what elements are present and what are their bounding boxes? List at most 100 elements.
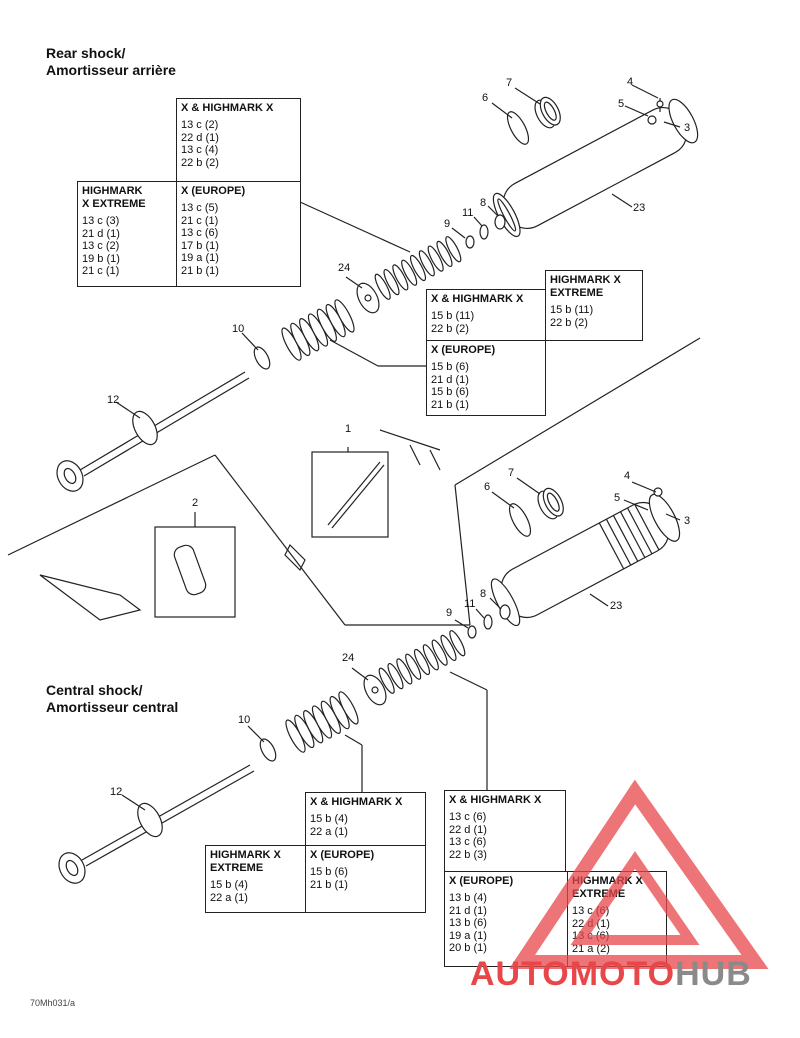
box-title: HIGHMARK X EXTREME xyxy=(550,274,621,299)
watermark-triangle-icon xyxy=(510,780,769,969)
box-title: X (EUROPE) xyxy=(181,185,246,197)
box-line: 15 b (11) xyxy=(550,304,594,316)
box-line: 15 b (6) xyxy=(431,386,469,399)
central-box-highmark-x-extreme-left: HIGHMARK X EXTREME 15 b (4) 22 a (1) xyxy=(205,845,306,913)
box-line: 22 b (2) xyxy=(550,316,588,329)
figure-code: 70Mh031/a xyxy=(30,998,76,1008)
callout-9-rear: 9 xyxy=(444,218,451,230)
box-line: 21 b (1) xyxy=(431,398,469,411)
rear-box-x-europe-lower: X (EUROPE) 15 b (6) 21 d (1) 15 b (6) 21… xyxy=(426,340,546,416)
box-title: HIGHMARK X EXTREME xyxy=(210,849,281,874)
box-line: 19 a (1) xyxy=(181,252,219,265)
rear-lower-shims xyxy=(281,299,355,361)
callout-11-central: 11 xyxy=(464,598,476,610)
box-line: 13 c (3) xyxy=(82,215,120,227)
central-shock-heading: Central shock/ Amortisseur central xyxy=(46,682,178,716)
box-line: 21 c (1) xyxy=(181,214,219,227)
central-title-fr: Amortisseur central xyxy=(46,699,179,715)
box-line: 21 b (1) xyxy=(181,264,219,277)
callout-12-central: 12 xyxy=(110,786,123,798)
callout-24-central: 24 xyxy=(342,652,355,664)
box-line: 15 b (11) xyxy=(431,310,475,322)
box-title: X (EUROPE) xyxy=(310,849,375,861)
box-line: 13 c (2) xyxy=(181,119,219,131)
rear-nut xyxy=(494,214,506,230)
callout-10-rear: 10 xyxy=(232,323,245,335)
box-line: 19 a (1) xyxy=(449,929,487,942)
box-title: X & HIGHMARK X xyxy=(449,794,542,806)
box-line: 19 b (1) xyxy=(82,252,120,265)
central-shock-body xyxy=(490,493,681,627)
rear-shock-heading: Rear shock/ Amortisseur arrière xyxy=(46,45,176,79)
box-line: 22 b (3) xyxy=(449,848,487,861)
box-line: 13 c (2) xyxy=(82,240,120,253)
callout-8-central: 8 xyxy=(480,588,487,600)
rear-shock-body xyxy=(492,98,699,238)
box-line: 21 d (1) xyxy=(431,373,469,386)
rear-box-x-highmark-x-lower: X & HIGHMARK X 15 b (11) 22 b (2) xyxy=(426,289,546,341)
rear-o-ring xyxy=(506,111,530,145)
callout-8-rear: 8 xyxy=(480,197,487,209)
box-title: X (EUROPE) xyxy=(431,344,496,356)
callout-23-central: 23 xyxy=(610,600,623,612)
box-line: 22 b (2) xyxy=(431,322,469,335)
rear-title-fr: Amortisseur arrière xyxy=(46,62,176,78)
box-line: 15 b (4) xyxy=(210,879,248,891)
central-title-en: Central shock/ xyxy=(46,682,143,698)
callout-6-rear: 6 xyxy=(482,92,489,104)
box-line: 21 d (1) xyxy=(82,227,120,240)
callout-5-rear: 5 xyxy=(618,98,625,110)
callout-24-rear: 24 xyxy=(338,262,351,274)
box-line: 21 a (2) xyxy=(572,942,610,955)
box-line: 22 a (1) xyxy=(210,891,248,904)
callout-5-central: 5 xyxy=(614,492,621,504)
box-title: X & HIGHMARK X xyxy=(431,293,524,305)
box-title: X (EUROPE) xyxy=(449,875,514,887)
watermark-auto: AUTO xyxy=(470,955,570,993)
box-line: 22 b (2) xyxy=(181,156,219,169)
central-lower-shims xyxy=(285,691,359,753)
box-line: 13 b (4) xyxy=(449,892,487,904)
box-line: 21 c (1) xyxy=(82,265,120,278)
rear-box-x-highmark-x-upper: X & HIGHMARK X 13 c (2) 22 d (1) 13 c (4… xyxy=(176,98,301,182)
rear-piston xyxy=(356,282,380,314)
rear-upper-shims xyxy=(374,236,462,300)
callout-10-central: 10 xyxy=(238,714,251,726)
rear-title-en: Rear shock/ xyxy=(46,45,126,61)
box-line: 21 d (1) xyxy=(449,904,487,917)
callout-3-rear: 3 xyxy=(684,122,691,134)
box-line: 20 b (1) xyxy=(449,942,487,955)
box-line: 22 d (1) xyxy=(181,131,219,144)
box-line: 13 c (5) xyxy=(181,202,219,214)
box-line: 21 b (1) xyxy=(310,878,348,891)
watermark-hub: HUB xyxy=(675,955,752,993)
box-line: 13 c (6) xyxy=(449,811,487,823)
box-line: 22 a (1) xyxy=(310,825,348,838)
central-box-x-highmark-x-left: X & HIGHMARK X 15 b (4) 22 a (1) xyxy=(305,792,426,846)
box-line: 15 b (6) xyxy=(310,866,348,878)
central-box-x-highmark-x-right: X & HIGHMARK X 13 c (6) 22 d (1) 13 c (6… xyxy=(444,790,566,872)
box-line: 13 b (6) xyxy=(449,917,487,930)
callout-7-rear: 7 xyxy=(506,77,513,89)
callout-4-central: 4 xyxy=(624,470,631,482)
rear-washer-10 xyxy=(253,346,271,370)
part-1-box xyxy=(311,451,389,538)
callout-1: 1 xyxy=(345,423,352,435)
callout-12-rear: 12 xyxy=(107,394,120,406)
rear-washer-9 xyxy=(465,235,475,249)
callout-9-central: 9 xyxy=(446,607,453,619)
callout-6-central: 6 xyxy=(484,481,491,493)
central-box-x-europe-left: X (EUROPE) 15 b (6) 21 b (1) xyxy=(305,845,426,913)
rear-washer-11 xyxy=(479,224,489,240)
callout-3-central: 3 xyxy=(684,515,691,527)
callout-2: 2 xyxy=(192,497,199,509)
callout-23-rear: 23 xyxy=(633,202,646,214)
box-line: 13 c (4) xyxy=(181,144,219,157)
watermark-logo: AUTOMOTOHUB xyxy=(470,955,752,994)
box-line: 17 b (1) xyxy=(181,239,219,252)
box-line: 22 d (1) xyxy=(449,823,487,836)
rear-box-highmark-x-extreme-lower: HIGHMARK X EXTREME 15 b (11) 22 b (2) xyxy=(545,270,643,341)
box-title: X & HIGHMARK X xyxy=(181,102,274,114)
box-line: 15 b (6) xyxy=(431,361,469,373)
